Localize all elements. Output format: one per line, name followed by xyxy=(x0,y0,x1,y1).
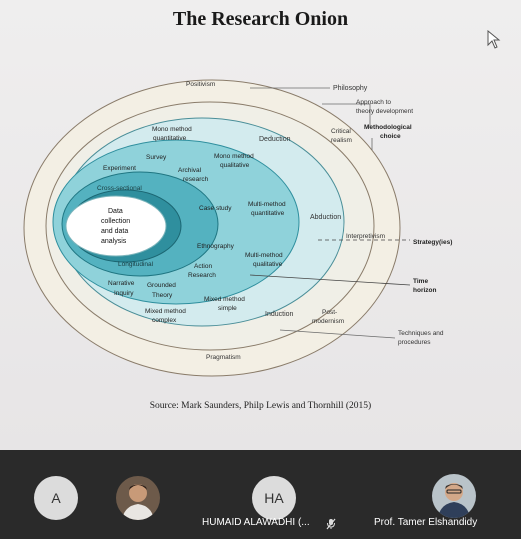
label-approach-2: theory development xyxy=(356,108,413,115)
label-mono-quant-2: quantitative xyxy=(153,135,187,142)
participant-tile-photo[interactable] xyxy=(116,450,240,539)
label-data-3: and data xyxy=(101,228,128,235)
participant-tile-ha[interactable]: HA HUMAID ALAWADHI (... xyxy=(202,450,360,539)
label-abduction: Abduction xyxy=(310,214,341,221)
presentation-slide: The Research Onion Positivism Philosophy… xyxy=(0,0,521,450)
label-approach-1: Approach to xyxy=(356,99,391,106)
avatar-photo xyxy=(116,476,160,520)
label-methodological-1: Methodological xyxy=(364,124,412,131)
person-photo-icon xyxy=(432,474,476,518)
label-interpretivism: Interpretivism xyxy=(346,233,385,240)
label-action-2: Research xyxy=(188,272,216,279)
label-critical-realism-2: realism xyxy=(331,137,352,144)
label-mixed-simple-1: Mixed method xyxy=(204,296,245,303)
label-multi-quant-1: Multi-method xyxy=(248,201,286,208)
source-citation: Source: Mark Saunders, Philp Lewis and T… xyxy=(149,401,372,411)
label-mixed-complex-1: Mixed method xyxy=(145,308,186,315)
label-case-study: Case study xyxy=(199,205,232,212)
time-divider xyxy=(249,274,411,286)
avatar: A xyxy=(34,476,78,520)
label-postmod-2: modernism xyxy=(312,318,344,325)
label-multi-quant-2: quantitative xyxy=(251,210,285,217)
participant-tile-a[interactable]: A xyxy=(0,450,120,539)
label-cross-sectional: Cross-sectional xyxy=(97,185,142,192)
techniques-divider xyxy=(279,329,396,339)
label-action-1: Action xyxy=(194,263,212,270)
label-data-4: analysis xyxy=(101,238,127,245)
label-grounded-2: Theory xyxy=(152,292,173,299)
label-archival-2: research xyxy=(183,176,209,183)
avatar: HA xyxy=(252,476,296,520)
avatar-photo xyxy=(432,474,476,518)
mouse-cursor-icon xyxy=(487,30,501,49)
label-experiment: Experiment xyxy=(103,165,136,172)
slide-title: The Research Onion xyxy=(172,8,349,30)
label-survey: Survey xyxy=(146,154,167,161)
label-data-1: Data xyxy=(108,208,123,215)
label-pragmatism: Pragmatism xyxy=(206,354,241,361)
label-positivism: Positivism xyxy=(186,81,215,88)
label-strategies: Strategy(ies) xyxy=(413,239,452,246)
data-collection-core xyxy=(65,195,167,257)
participant-name: Prof. Tamer Elshandidy xyxy=(374,517,478,528)
muted-mic-icon xyxy=(326,518,336,530)
participant-tile-tamer[interactable]: Prof. Tamer Elshandidy xyxy=(360,450,521,539)
label-grounded-1: Grounded xyxy=(147,282,176,289)
approach-divider xyxy=(322,103,371,128)
label-archival-1: Archival xyxy=(178,167,202,174)
label-techniques-1: Techniques and xyxy=(398,330,444,337)
label-mono-qual-2: qualitative xyxy=(220,162,250,169)
label-data-2: collection xyxy=(101,218,130,225)
label-multi-qual-2: qualitative xyxy=(253,261,283,268)
label-narrative-2: Inquiry xyxy=(114,290,134,297)
label-mono-qual-1: Mono method xyxy=(214,153,254,160)
label-techniques-2: procedures xyxy=(398,339,431,346)
label-mono-quant-1: Mono method xyxy=(152,126,192,133)
label-longitudinal: Longitudinal xyxy=(118,261,154,268)
label-critical-realism-1: Critical xyxy=(331,128,351,135)
label-mixed-complex-2: complex xyxy=(152,317,177,324)
research-onion-diagram: Positivism Philosophy Approach to theory… xyxy=(23,79,452,377)
label-induction: Induction xyxy=(265,311,294,318)
label-methodological-2: choice xyxy=(380,133,401,140)
person-photo-icon xyxy=(116,476,160,520)
label-time-1: Time xyxy=(413,278,428,285)
label-time-2: horizon xyxy=(413,287,436,294)
label-deduction: Deduction xyxy=(259,136,291,143)
label-philosophy: Philosophy xyxy=(333,85,368,92)
participant-name: HUMAID ALAWADHI (... xyxy=(202,517,310,528)
participants-bar: A HA HUMAID ALAWADHI (... xyxy=(0,450,521,539)
label-ethnography: Ethnography xyxy=(197,243,235,250)
label-mixed-simple-2: simple xyxy=(218,305,237,312)
label-multi-qual-1: Multi-method xyxy=(245,252,283,259)
label-narrative-1: Narrative xyxy=(108,280,135,287)
label-postmod-1: Post- xyxy=(322,309,337,316)
